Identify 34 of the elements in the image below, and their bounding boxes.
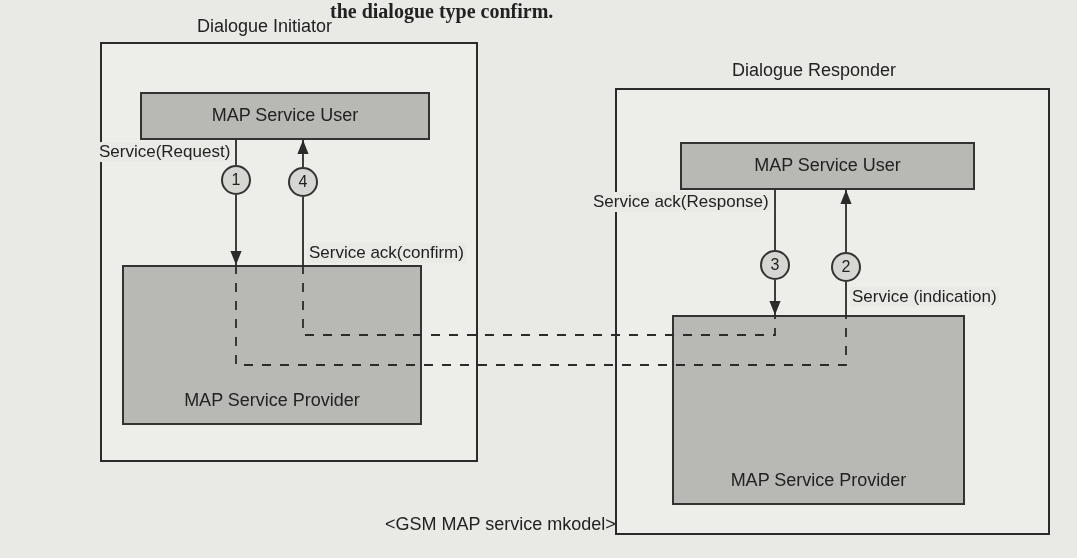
box-heading: Dialogue Responder [732, 60, 897, 81]
step-number: 4 [298, 173, 308, 191]
layer-box [140, 92, 430, 140]
dashed-connector [235, 264, 847, 366]
box-label: MAP Service Provider [184, 390, 360, 411]
arrow [769, 279, 781, 316]
layer-box [680, 142, 975, 190]
arrow [297, 139, 309, 168]
step-number: 2 [841, 258, 851, 276]
arrow [230, 194, 242, 266]
layer-box [122, 265, 422, 425]
edge-label: Service(Request) [97, 142, 233, 162]
layer-box [672, 315, 965, 505]
connector-line [235, 139, 237, 166]
edge-label: Service ack(Response) [591, 192, 771, 212]
caption: <GSM MAP service mkodel> [385, 514, 616, 535]
step-number-circle [288, 167, 318, 197]
box-heading: Dialogue Initiator [197, 16, 333, 37]
connector-line [302, 196, 304, 266]
page-text: the dialogue type confirm. [330, 0, 554, 23]
step-number-circle [760, 250, 790, 280]
step-number: 1 [231, 171, 241, 189]
step-number-circle [831, 252, 861, 282]
dashed-connector [302, 264, 776, 336]
edge-label: Service ack(confirm) [307, 243, 466, 263]
arrow [840, 189, 852, 253]
step-number-circle [221, 165, 251, 195]
edge-label: Service (indication) [850, 287, 999, 307]
box-label: MAP Service User [754, 154, 901, 176]
box-label: MAP Service Provider [730, 470, 907, 491]
step-number: 3 [770, 256, 780, 274]
connector-line [774, 189, 776, 251]
connector-line [845, 281, 847, 316]
box-label: MAP Service User [211, 104, 359, 126]
